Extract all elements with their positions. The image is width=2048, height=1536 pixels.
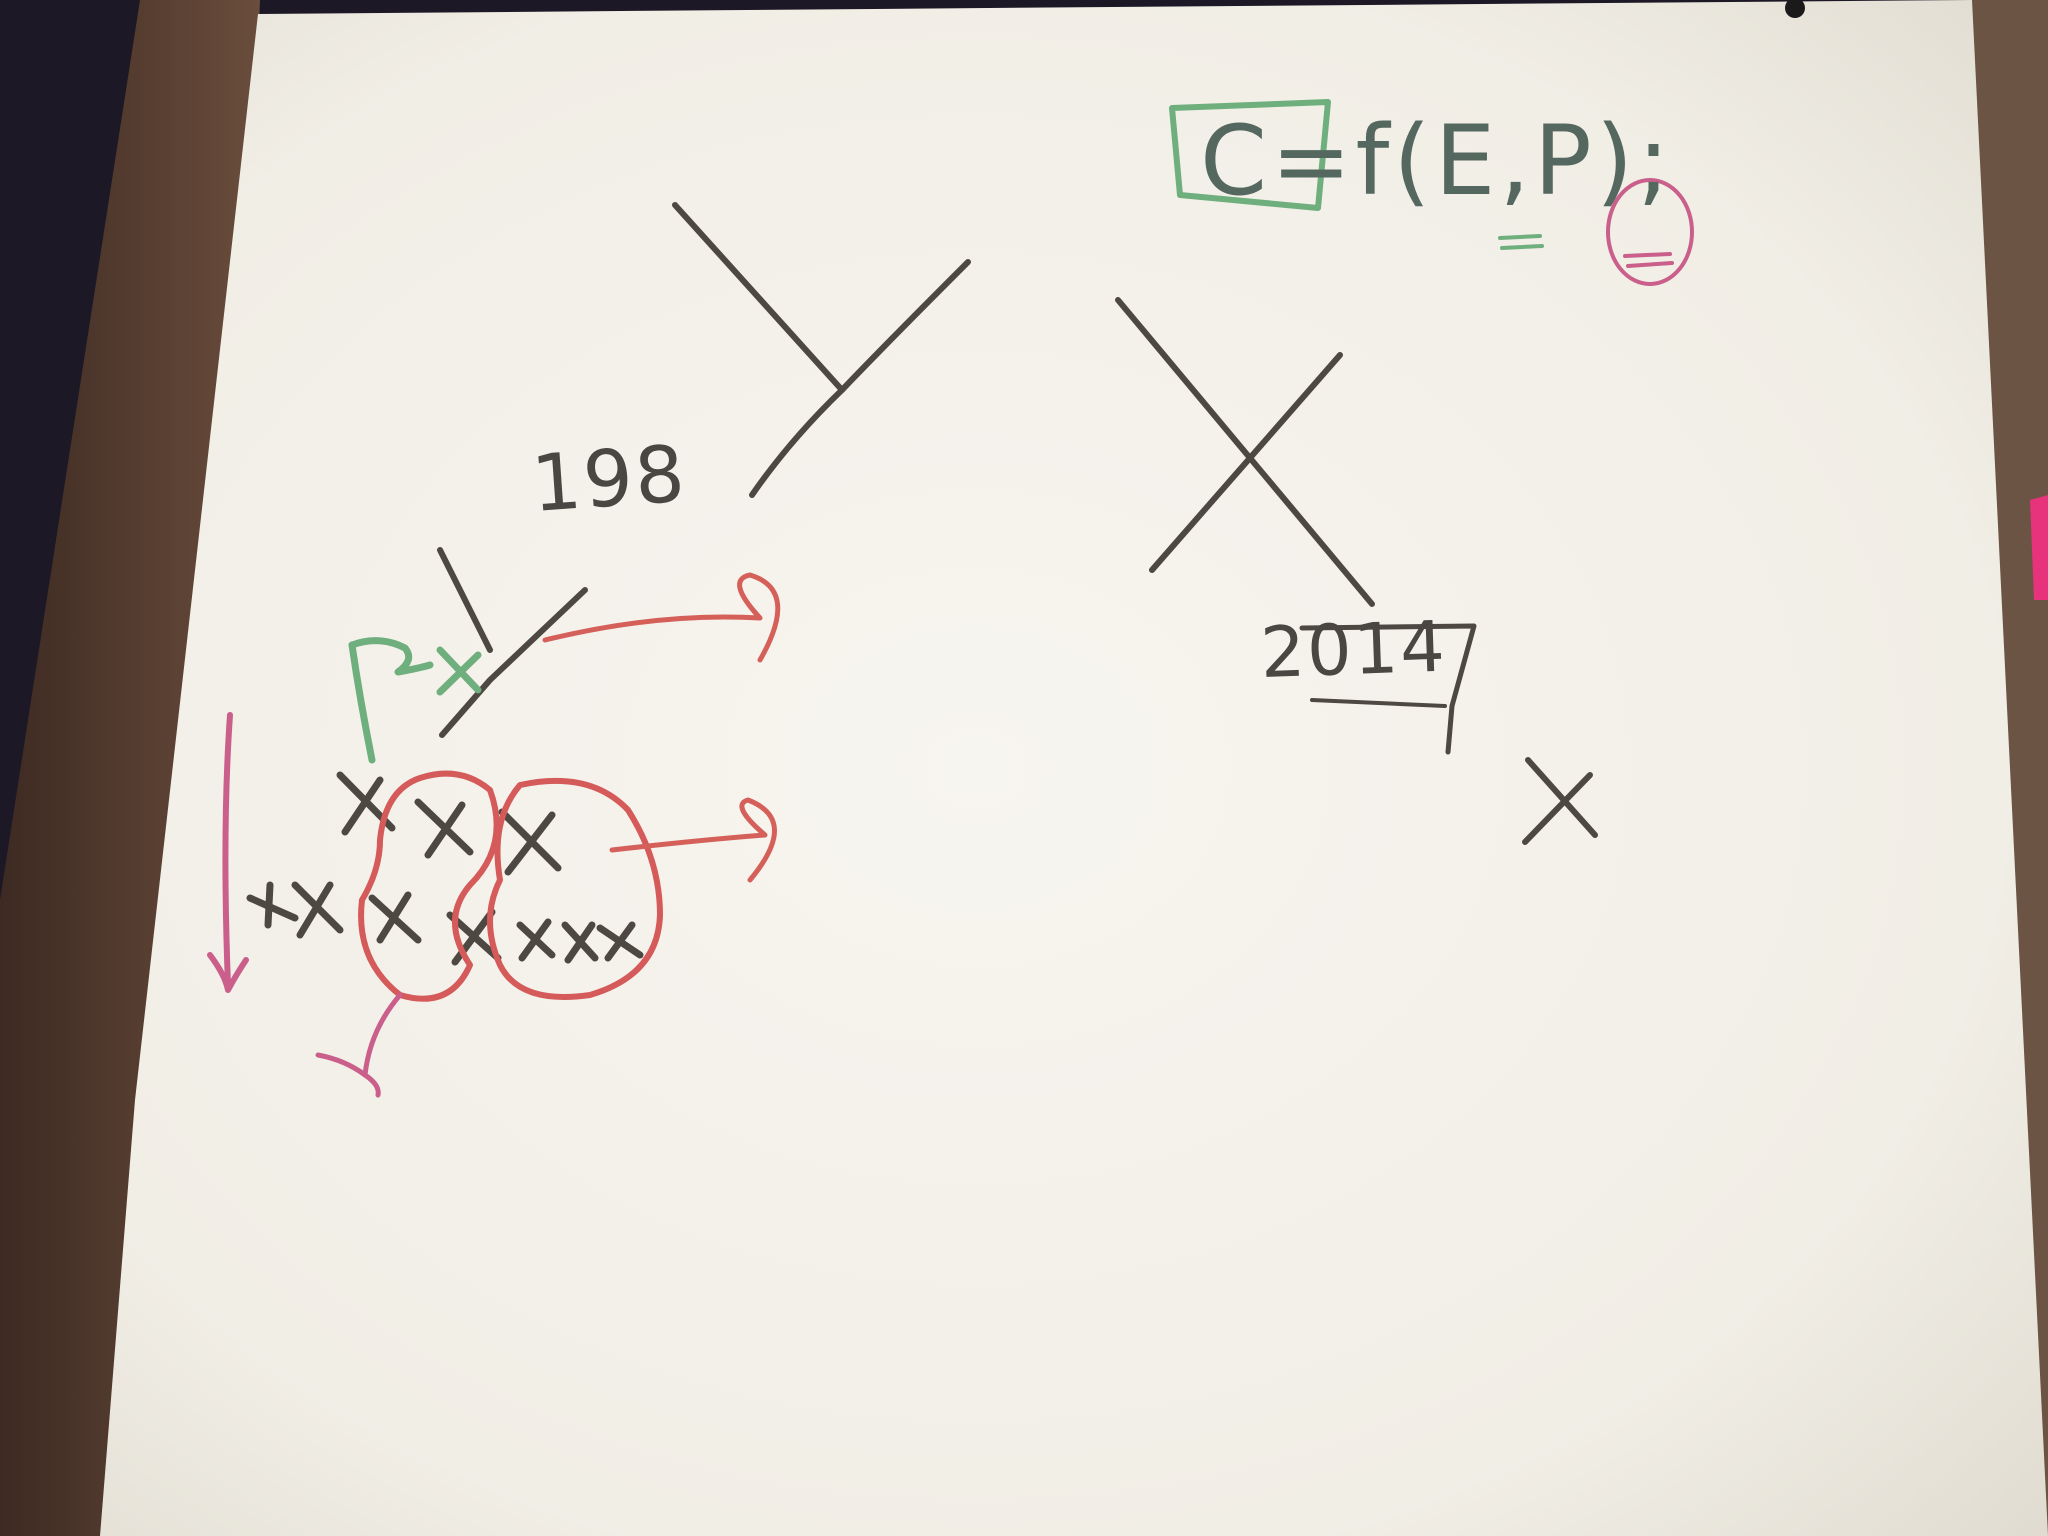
red-arrow-right xyxy=(609,797,777,883)
pink-arrow-left xyxy=(207,712,249,993)
red-arrow-top xyxy=(542,572,781,663)
red-circle-right xyxy=(487,777,663,1000)
red-circle-middle xyxy=(358,770,500,1002)
pink-circle-p xyxy=(1606,178,1694,286)
small-x-right xyxy=(1522,757,1598,845)
big-x-shape xyxy=(1115,297,1375,607)
pink-underline-p xyxy=(1623,252,1674,268)
paper-sheet xyxy=(100,0,2048,1536)
clip-dot xyxy=(1785,0,1805,18)
big-y-shape xyxy=(672,202,971,498)
label-2014-box xyxy=(1299,623,1477,755)
label-2014-underline xyxy=(1310,698,1447,708)
green-box-c xyxy=(1169,99,1331,211)
green-underline-e xyxy=(1498,234,1544,250)
formula-text: C=f(E,P); xyxy=(1200,105,1674,217)
label-year-right: 2014 xyxy=(1259,605,1449,694)
green-annotation xyxy=(348,637,482,764)
label-year-left: 198 xyxy=(528,429,690,530)
pink-arrow-down xyxy=(315,992,403,1098)
sticky-note-edge xyxy=(2030,495,2048,600)
small-y-shape xyxy=(437,547,588,738)
